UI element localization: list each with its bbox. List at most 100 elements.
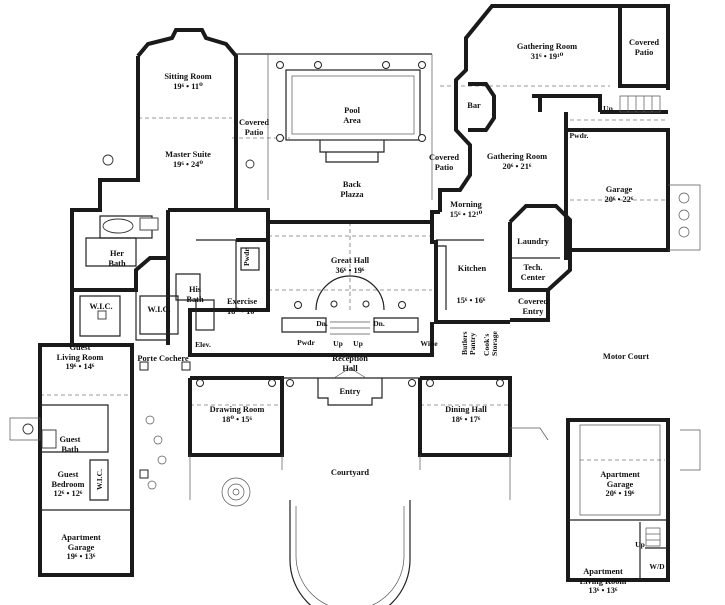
room-name: Garage: [605, 185, 633, 194]
room-dimensions: 20⁶ • 19⁶: [605, 489, 635, 498]
walls-central: [188, 222, 434, 357]
label-up-right: Up: [353, 339, 363, 348]
walls-guest-wing: [9, 343, 134, 577]
label-up-left: Up: [333, 339, 343, 348]
room-name: Laundry: [517, 237, 549, 246]
room-name: Courtyard: [330, 468, 370, 477]
room-dimensions: 31⁶ • 19¹⁰: [530, 51, 564, 61]
label-dn-left: Dn.: [316, 319, 328, 328]
room-name: Area: [343, 115, 361, 125]
walls-baths: [72, 154, 260, 341]
room-name: Living Room: [56, 352, 104, 362]
room-name: Exercise: [226, 297, 258, 306]
room-dimensions: 18⁶ • 17⁶: [451, 414, 481, 424]
room-name: Covered: [628, 38, 660, 47]
label-up-apartment: Up: [635, 540, 645, 549]
label-wic-guest: W.I.C.: [95, 468, 104, 490]
room-motor-court: Motor Court: [603, 352, 649, 362]
room-name: Guest: [57, 470, 79, 479]
room-dimensions: 19⁶ • 14⁶: [65, 362, 95, 371]
room-name: Garage: [67, 542, 95, 552]
room-name: Bath: [108, 258, 126, 268]
room-name: Reception: [332, 354, 368, 363]
room-laundry: Laundry: [517, 237, 549, 247]
room-dimensions: 36⁶ • 19⁶: [335, 265, 365, 275]
label-wine: Wine: [420, 339, 438, 348]
walls-apartment: [510, 184, 701, 582]
room-dimensions: 13⁶ • 13⁶: [588, 586, 618, 595]
room-name: Entry: [522, 306, 544, 316]
room-name: Covered: [517, 297, 549, 306]
room-name: Covered: [238, 118, 270, 127]
room-dimensions: 19⁶ • 13⁶: [66, 552, 96, 561]
room-name: W.I.C.: [147, 305, 171, 314]
room-porte-cochere: Porte Cochere: [137, 354, 188, 364]
room-name: Bedroom: [51, 479, 85, 489]
label-up-gathering: Up: [603, 104, 613, 113]
room-name: Porte Cochere: [137, 354, 189, 363]
room-name: Back: [342, 180, 362, 189]
room-dimensions: 15⁶ • 12¹⁰: [449, 209, 483, 219]
room-name: Bath: [61, 444, 79, 454]
room-dimensions: 15⁶ • 16⁶: [456, 296, 486, 305]
room-name: Her: [110, 249, 124, 258]
room-name: Center: [520, 272, 546, 282]
stairs: [619, 95, 661, 547]
room-name: Morning: [450, 200, 482, 209]
pool-area-outline: [236, 53, 433, 200]
room-name: Sitting Room: [164, 72, 212, 81]
room-courtyard: Courtyard: [331, 468, 369, 478]
room-dimensions: 20⁶ • 22⁶: [604, 194, 634, 204]
room-kitchen: Kitchen: [458, 264, 486, 274]
room-dimensions: 18⁰ • 15⁶: [221, 414, 253, 424]
label-elev: Elev.: [195, 340, 211, 349]
room-name: Apartment: [583, 567, 623, 576]
room-name: W.I.C.: [89, 302, 113, 311]
room-wic-center: W.I.C.: [147, 305, 170, 315]
room-name: Master Suite: [165, 150, 211, 159]
room-kitchen-dims: 15⁶ • 16⁶: [457, 296, 486, 306]
room-name: Guest: [69, 343, 91, 352]
room-name: Patio: [244, 127, 264, 137]
room-name: Apartment: [600, 470, 640, 479]
label-wd: W/D: [649, 562, 665, 571]
room-wic-left: W.I.C.: [89, 302, 112, 312]
room-name: Garage: [606, 479, 634, 489]
room-name: Great Hall: [330, 256, 370, 265]
room-dimensions: 20⁶ • 21⁶: [502, 161, 532, 171]
walls-kitchen: [430, 204, 572, 324]
room-name: Pool: [344, 106, 360, 115]
room-name: Kitchen: [457, 264, 487, 273]
room-name: Motor Court: [602, 352, 650, 361]
dashed-guides: [40, 85, 668, 461]
room-name: Patio: [434, 162, 454, 172]
courtyard-landscape: [189, 455, 511, 605]
room-name: Dining Hall: [445, 405, 487, 414]
room-name: Gathering Room: [516, 42, 578, 51]
room-dimensions: 12⁶ • 12⁶: [53, 489, 83, 498]
room-dimensions: 19⁶ • 24⁰: [172, 159, 204, 169]
room-name: Patio: [634, 47, 654, 57]
label-dn-right: Dn.: [373, 319, 385, 328]
